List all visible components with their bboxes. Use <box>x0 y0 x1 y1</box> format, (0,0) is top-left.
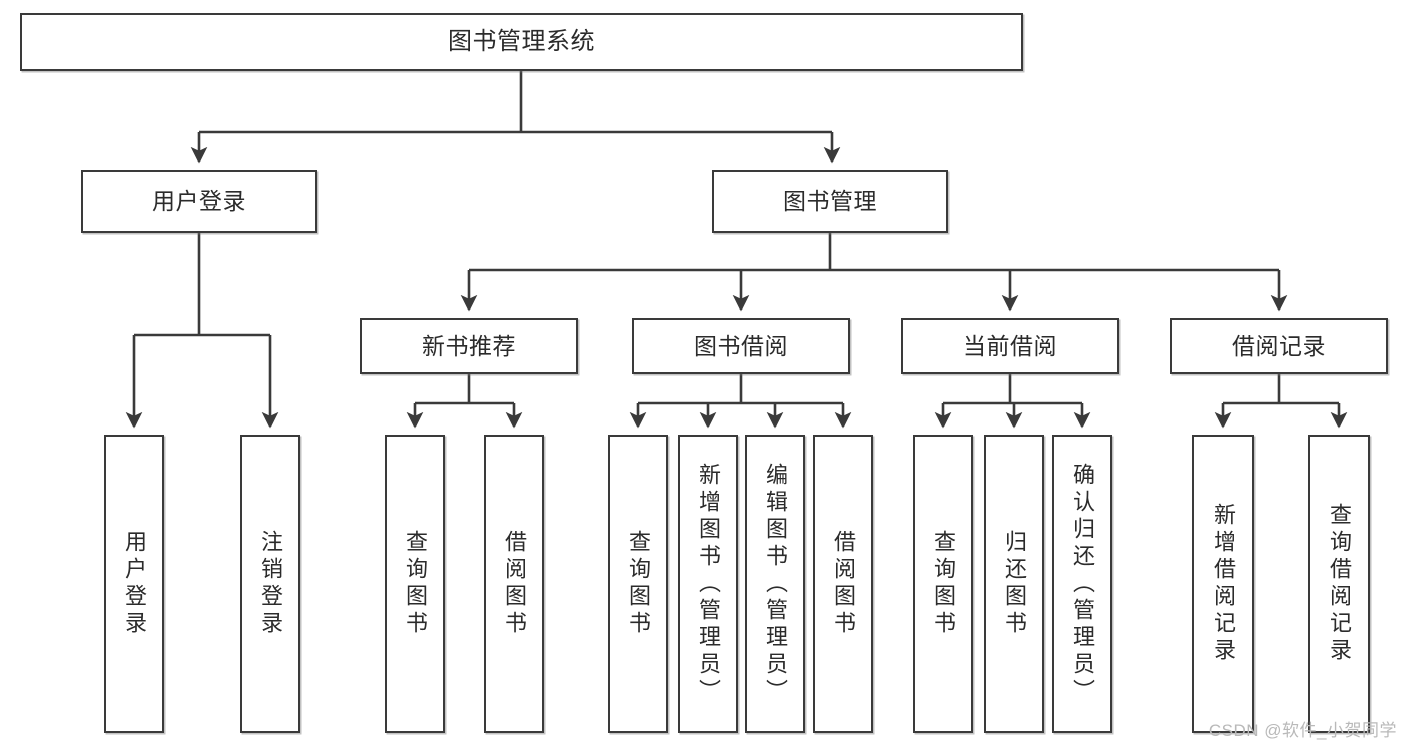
node-leaf-query-record-label: 查询借阅记录 <box>1327 503 1352 665</box>
node-leaf-edit-book-label: 编辑图书（管理员） <box>763 462 788 706</box>
node-leaf-borrow-book-1-label: 借阅图书 <box>502 530 527 638</box>
node-leaf-return-book[interactable]: 归还图书 <box>984 435 1044 733</box>
node-new-book-rec-label: 新书推荐 <box>422 332 516 359</box>
node-leaf-confirm-return[interactable]: 确认归还（管理员） <box>1052 435 1112 733</box>
node-leaf-query-book-2-label: 查询图书 <box>626 530 651 638</box>
node-leaf-query-book-3-label: 查询图书 <box>931 530 956 638</box>
node-leaf-user-login[interactable]: 用户登录 <box>104 435 164 733</box>
node-root-label: 图书管理系统 <box>448 28 595 56</box>
node-leaf-borrow-book-2-label: 借阅图书 <box>831 530 856 638</box>
node-borrow-record-label: 借阅记录 <box>1232 332 1326 359</box>
node-leaf-query-book-1[interactable]: 查询图书 <box>385 435 445 733</box>
node-leaf-borrow-book-2[interactable]: 借阅图书 <box>813 435 873 733</box>
node-current-borrow-label: 当前借阅 <box>963 332 1057 359</box>
node-leaf-query-book-2[interactable]: 查询图书 <box>608 435 668 733</box>
node-leaf-add-record-label: 新增借阅记录 <box>1211 503 1236 665</box>
node-leaf-borrow-book-1[interactable]: 借阅图书 <box>484 435 544 733</box>
node-leaf-add-book-label: 新增图书（管理员） <box>696 462 721 706</box>
node-leaf-query-record[interactable]: 查询借阅记录 <box>1308 435 1370 733</box>
node-leaf-query-book-1-label: 查询图书 <box>403 530 428 638</box>
node-user-login[interactable]: 用户登录 <box>81 170 317 233</box>
node-user-login-label: 用户登录 <box>152 188 246 215</box>
node-book-manage-label: 图书管理 <box>783 188 877 215</box>
node-leaf-user-logout-label: 注销登录 <box>258 530 283 638</box>
node-leaf-add-book[interactable]: 新增图书（管理员） <box>678 435 738 733</box>
node-leaf-query-book-3[interactable]: 查询图书 <box>913 435 973 733</box>
node-leaf-return-book-label: 归还图书 <box>1002 530 1027 638</box>
node-book-borrow-label: 图书借阅 <box>694 332 788 359</box>
node-leaf-confirm-return-label: 确认归还（管理员） <box>1070 462 1095 706</box>
node-root[interactable]: 图书管理系统 <box>20 13 1023 71</box>
node-borrow-record[interactable]: 借阅记录 <box>1170 318 1388 374</box>
node-leaf-edit-book[interactable]: 编辑图书（管理员） <box>745 435 805 733</box>
node-leaf-add-record[interactable]: 新增借阅记录 <box>1192 435 1254 733</box>
node-book-manage[interactable]: 图书管理 <box>712 170 948 233</box>
node-book-borrow[interactable]: 图书借阅 <box>632 318 850 374</box>
node-new-book-rec[interactable]: 新书推荐 <box>360 318 578 374</box>
node-leaf-user-login-label: 用户登录 <box>122 530 147 638</box>
node-current-borrow[interactable]: 当前借阅 <box>901 318 1119 374</box>
node-leaf-user-logout[interactable]: 注销登录 <box>240 435 300 733</box>
watermark-text: CSDN @软件_小贺同学 <box>1208 721 1397 740</box>
